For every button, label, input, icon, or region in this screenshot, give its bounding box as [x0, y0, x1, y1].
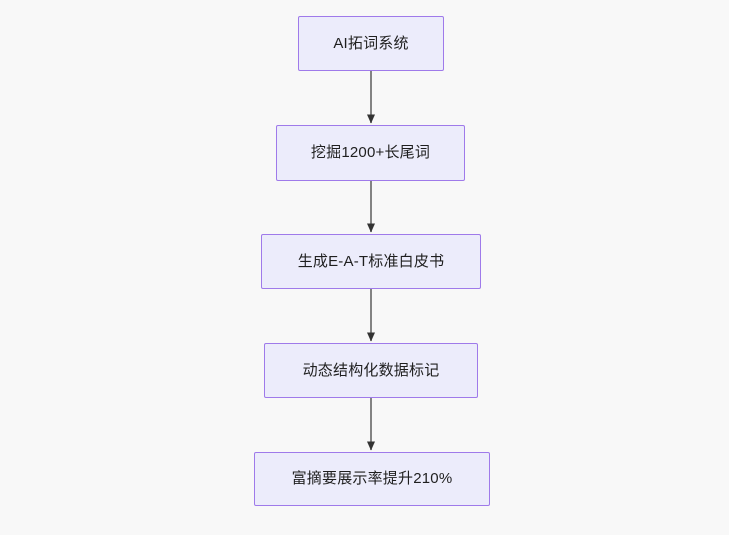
flow-node-ai-keyword-system[interactable]: AI拓词系统: [298, 16, 444, 71]
flow-node-label: 生成E-A-T标准白皮书: [297, 252, 445, 270]
flow-node-mine-longtail-keywords[interactable]: 挖掘1200+长尾词: [276, 125, 465, 181]
flow-node-label: 挖掘1200+长尾词: [310, 144, 431, 161]
flow-node-generate-eat-whitepaper[interactable]: 生成E-A-T标准白皮书: [261, 234, 481, 289]
flow-node-label: 动态结构化数据标记: [302, 361, 440, 379]
flow-node-label: 富摘要展示率提升210%: [291, 470, 453, 487]
flow-node-dynamic-structured-data-markup[interactable]: 动态结构化数据标记: [264, 343, 478, 398]
flow-node-label: AI拓词系统: [333, 34, 409, 52]
flow-node-rich-snippet-impression-lift[interactable]: 富摘要展示率提升210%: [254, 452, 490, 506]
